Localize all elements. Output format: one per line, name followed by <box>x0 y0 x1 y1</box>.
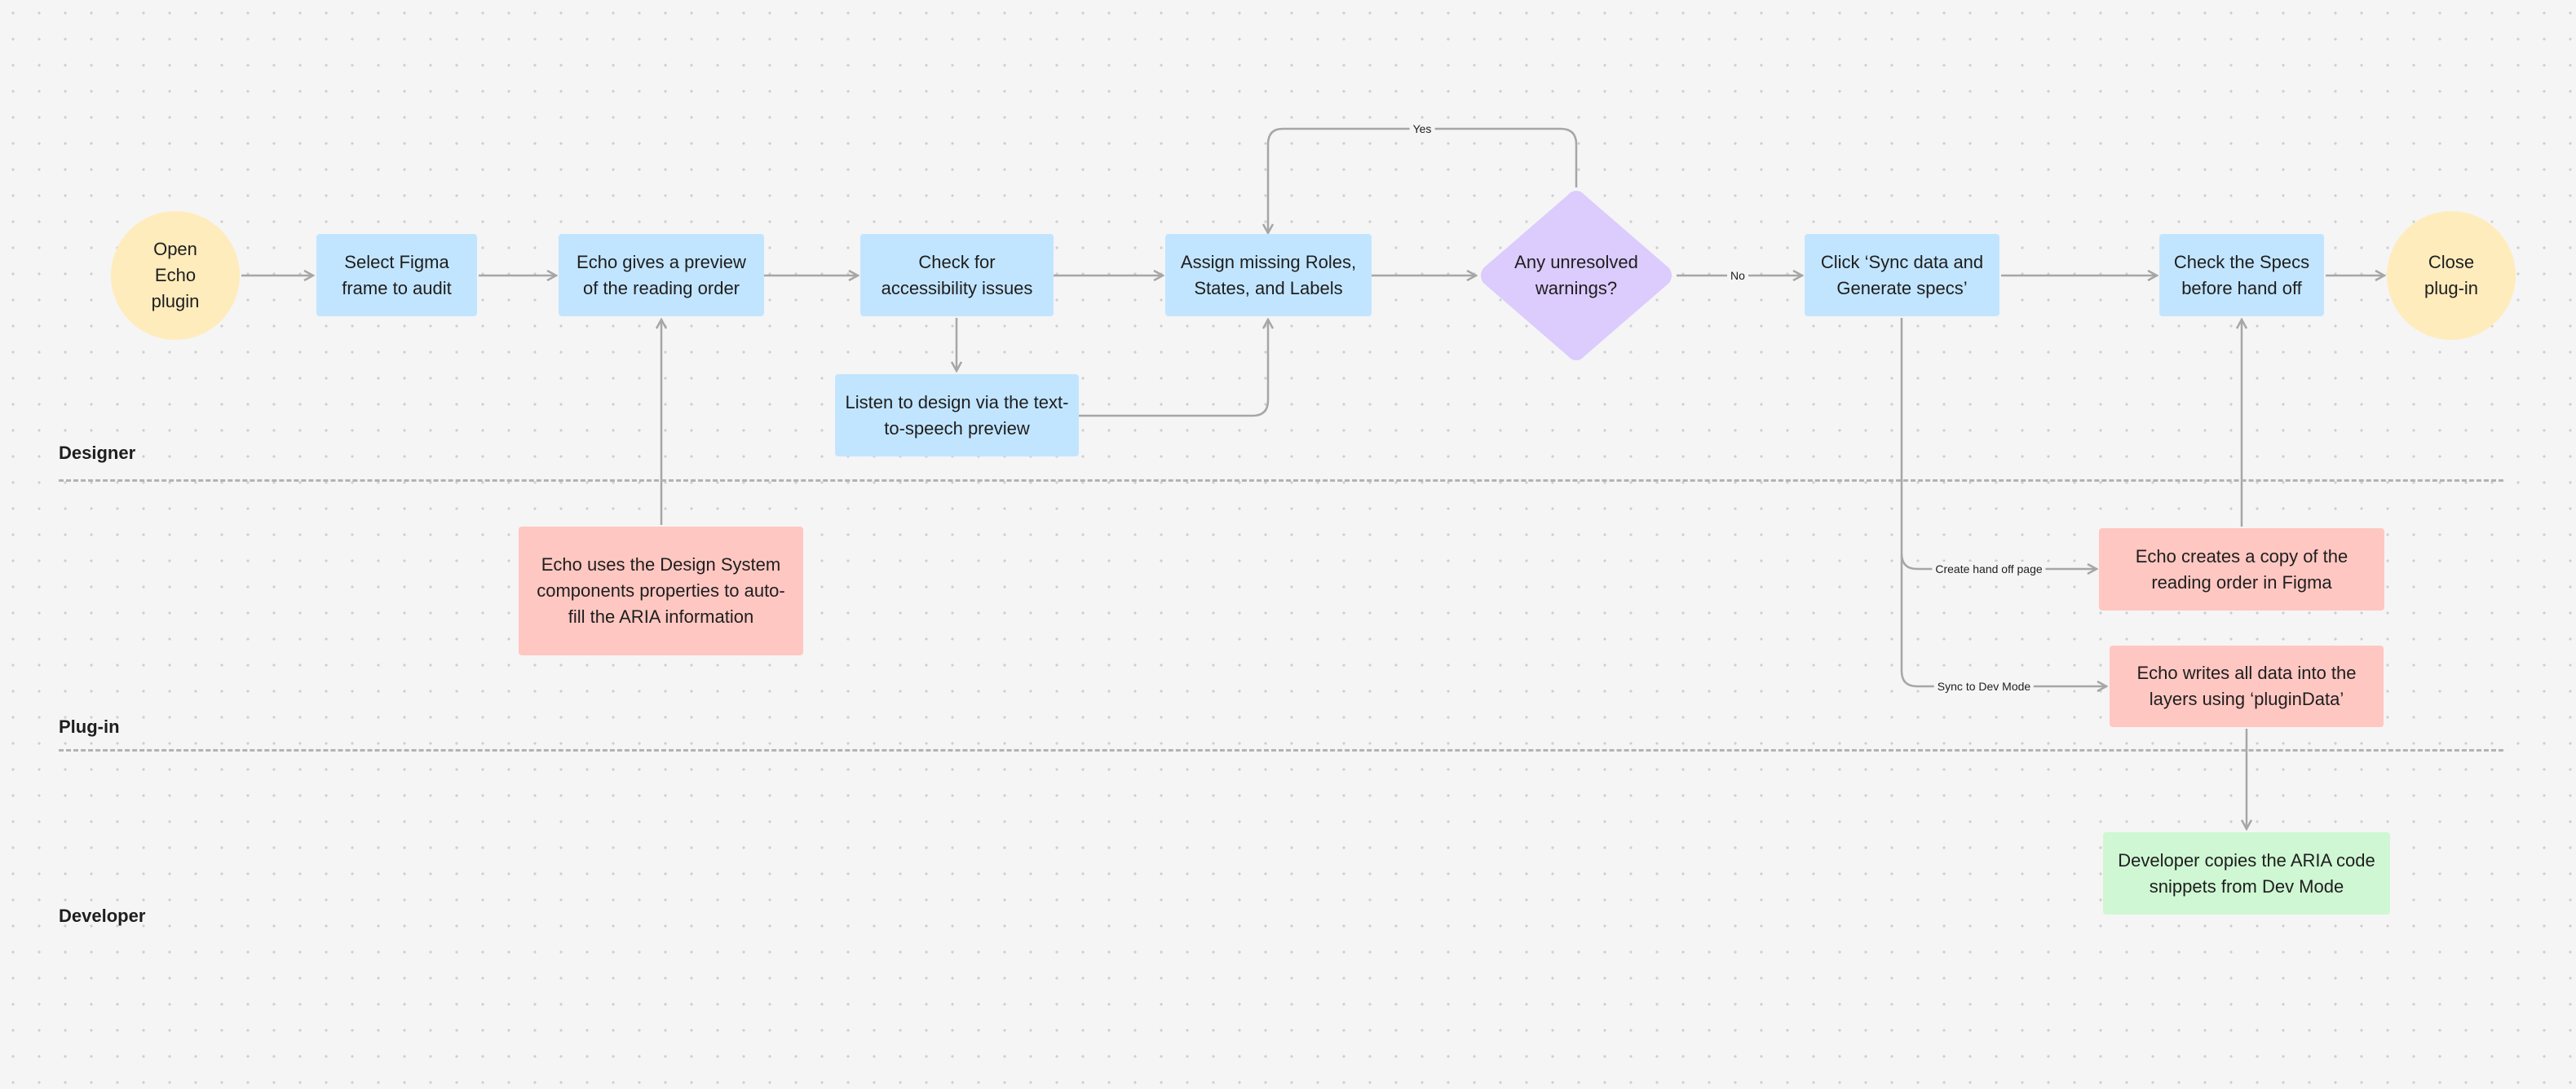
end-close-plugin[interactable]: Close plug-in <box>2387 211 2516 340</box>
step-sync-generate[interactable]: Click ‘Sync data and Generate specs’ <box>1805 234 1999 316</box>
no-label: No <box>1727 268 1748 283</box>
step-design-system-autofill[interactable]: Echo uses the Design System components p… <box>519 527 803 655</box>
yes-label: Yes <box>1409 121 1435 136</box>
lane-label-developer: Developer <box>59 906 146 926</box>
step-listen-tts[interactable]: Listen to design via the text-to-speech … <box>835 374 1079 456</box>
step-copy-reading-order[interactable]: Echo creates a copy of the reading order… <box>2099 528 2384 611</box>
step-preview-reading-order[interactable]: Echo gives a preview of the reading orde… <box>559 234 764 316</box>
lane-label-designer: Designer <box>59 443 136 463</box>
lane-divider-designer-plugin <box>59 479 2503 482</box>
decision-diamond-shape <box>1481 191 1672 360</box>
step-check-specs[interactable]: Check the Specs before hand off <box>2159 234 2324 316</box>
decision-unresolved-warnings[interactable]: Any unresolved warnings? <box>1478 187 1675 364</box>
sync-dev-mode-label: Sync to Dev Mode <box>1933 679 2035 694</box>
lane-label-plugin: Plug-in <box>59 716 120 737</box>
step-assign-roles[interactable]: Assign missing Roles, States, and Labels <box>1165 234 1372 316</box>
step-check-issues[interactable]: Check for accessibility issues <box>860 234 1054 316</box>
start-open-echo[interactable]: Open Echo plugin <box>111 211 240 340</box>
connector-listen-to-assign <box>1079 320 1268 417</box>
decision-label: Any unresolved warnings? <box>1514 252 1638 298</box>
step-write-plugin-data[interactable]: Echo writes all data into the layers usi… <box>2110 646 2384 727</box>
lane-divider-plugin-developer <box>59 749 2503 752</box>
create-handoff-label: Create hand off page <box>1932 562 2046 576</box>
step-select-frame[interactable]: Select Figma frame to audit <box>316 234 477 316</box>
connector-sync-to-write <box>1900 554 2106 686</box>
connector-sync-to-copy <box>1900 318 2097 569</box>
step-developer-copies[interactable]: Developer copies the ARIA code snippets … <box>2103 832 2390 915</box>
